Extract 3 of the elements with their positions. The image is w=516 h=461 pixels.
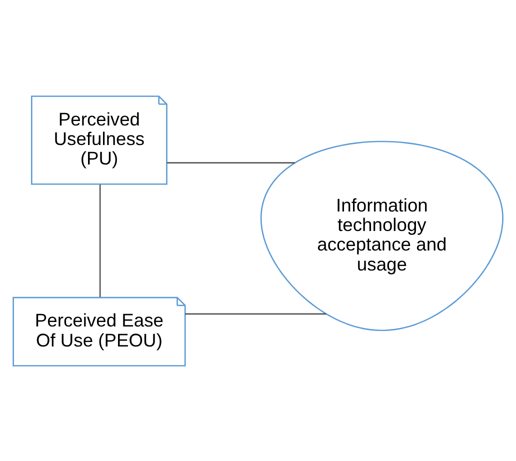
connector [99, 184, 101, 297]
connector [166, 162, 295, 163]
connector [185, 312, 326, 314]
